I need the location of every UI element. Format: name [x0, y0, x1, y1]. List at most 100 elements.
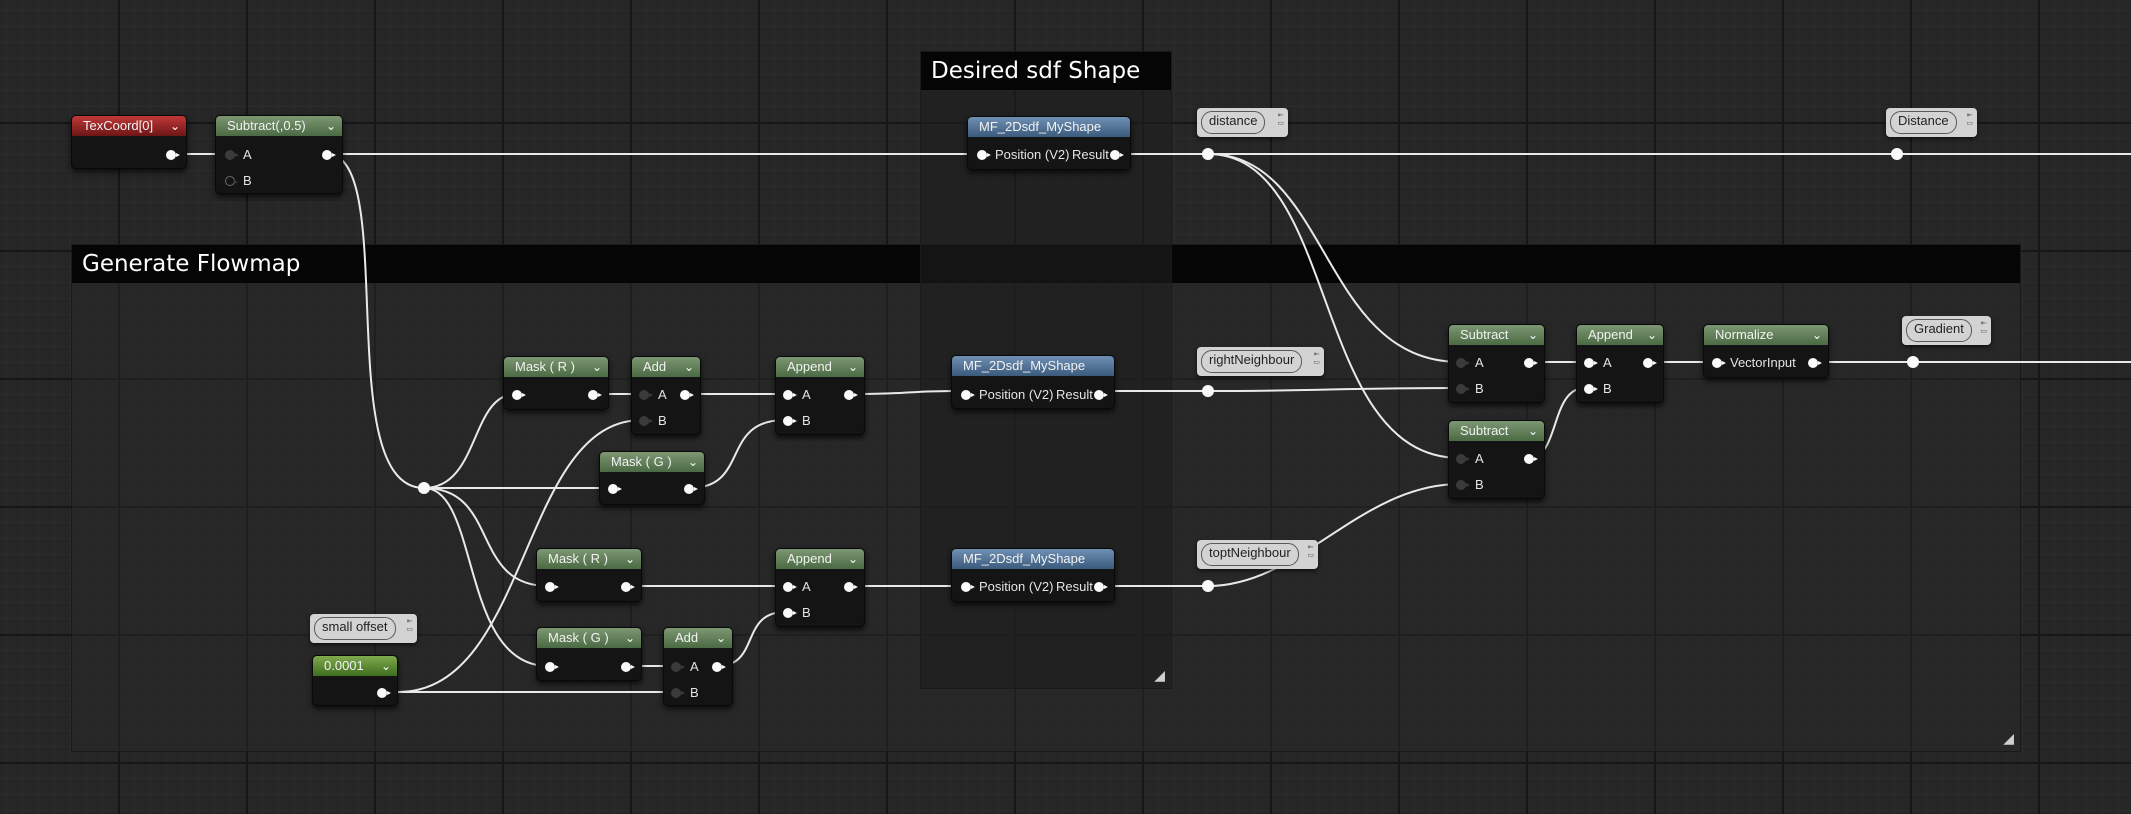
reroute-node[interactable] [418, 482, 430, 494]
input-pin-vectorinput[interactable] [1712, 358, 1726, 368]
input-pin-position[interactable] [961, 582, 975, 592]
output-pin[interactable] [588, 390, 602, 400]
input-pin-a[interactable] [1584, 358, 1598, 368]
reroute-node[interactable] [1202, 148, 1214, 160]
subtract-node[interactable]: Subtract⌄ A B [1448, 420, 1545, 499]
chevron-down-icon[interactable]: ⌄ [624, 631, 635, 645]
input-pin-b[interactable] [1456, 480, 1470, 490]
output-pin[interactable] [844, 582, 858, 592]
subtract-node[interactable]: Subtract⌄ A B [1448, 324, 1545, 403]
input-pin-b[interactable] [783, 416, 797, 426]
input-pin-b[interactable] [671, 688, 685, 698]
variable-name: distance [1201, 111, 1266, 134]
input-pin-position[interactable] [961, 390, 975, 400]
add-node[interactable]: Add⌄ A B [631, 356, 701, 435]
output-pin-result[interactable] [1110, 150, 1124, 160]
mask-r-node[interactable]: Mask ( R )⌄ [503, 356, 609, 410]
input-pin[interactable] [545, 582, 559, 592]
pin-label-b: B [1475, 381, 1484, 396]
output-pin[interactable] [684, 484, 698, 494]
reroute-node[interactable] [1202, 385, 1214, 397]
input-pin-b[interactable] [783, 608, 797, 618]
named-reroute-declaration[interactable]: small offset ⇤▭ [310, 614, 417, 643]
mask-r-node[interactable]: Mask ( R )⌄ [536, 548, 642, 602]
named-reroute-declaration[interactable]: distance ⇤▭ [1197, 108, 1288, 137]
pin-label-result: Result [1056, 579, 1093, 594]
chevron-down-icon[interactable]: ⌄ [847, 360, 858, 374]
input-pin-a[interactable] [639, 390, 653, 400]
sdf-shape-function-node[interactable]: MF_2Dsdf_MyShape Position (V2) Result [967, 116, 1131, 170]
chevron-down-icon[interactable]: ⌄ [169, 119, 180, 133]
comment-title[interactable]: Desired sdf Shape [921, 52, 1171, 90]
named-reroute-usage[interactable]: Distance ⇤▭ [1886, 108, 1977, 137]
normalize-node[interactable]: Normalize⌄ VectorInput [1703, 324, 1829, 378]
node-title: Append [787, 359, 832, 374]
chevron-down-icon[interactable]: ⌄ [1527, 328, 1538, 342]
input-pin[interactable] [545, 662, 559, 672]
output-pin[interactable] [377, 688, 391, 698]
resize-handle-icon[interactable]: ◢ [1154, 668, 1165, 684]
input-pin-b[interactable] [225, 176, 238, 186]
output-pin[interactable] [1524, 454, 1538, 464]
texcoord-node[interactable]: TexCoord[0]⌄ [71, 115, 187, 169]
reroute-node[interactable] [1202, 580, 1214, 592]
pin-label-b: B [802, 605, 811, 620]
output-pin[interactable] [166, 150, 180, 160]
output-pin[interactable] [1808, 358, 1822, 368]
named-reroute-declaration[interactable]: Gradient ⇤▭ [1902, 316, 1991, 345]
chevron-down-icon[interactable]: ⌄ [683, 360, 694, 374]
output-pin[interactable] [621, 582, 635, 592]
input-pin-a[interactable] [1456, 358, 1470, 368]
output-pin[interactable] [322, 150, 336, 160]
chevron-down-icon[interactable]: ⌄ [1811, 328, 1822, 342]
input-pin[interactable] [608, 484, 622, 494]
output-pin[interactable] [844, 390, 858, 400]
input-pin-a[interactable] [671, 662, 685, 672]
mask-g-node[interactable]: Mask ( G )⌄ [536, 627, 642, 681]
add-node[interactable]: Add⌄ A B [663, 627, 733, 706]
named-reroute-icon: ⇤▭ [1980, 319, 1987, 335]
output-pin[interactable] [1524, 358, 1538, 368]
output-pin-result[interactable] [1094, 582, 1108, 592]
pin-label-position: Position (V2) [979, 387, 1054, 402]
output-pin[interactable] [712, 662, 726, 672]
input-pin-position[interactable] [977, 150, 991, 160]
mask-g-node[interactable]: Mask ( G )⌄ [599, 451, 705, 505]
reroute-node[interactable] [1891, 148, 1903, 160]
output-pin-result[interactable] [1094, 390, 1108, 400]
input-pin-a[interactable] [783, 582, 797, 592]
sdf-shape-function-node[interactable]: MF_2Dsdf_MyShape Position (V2) Result [951, 548, 1115, 602]
input-pin-b[interactable] [1584, 384, 1598, 394]
output-pin[interactable] [1643, 358, 1657, 368]
append-node[interactable]: Append⌄ A B [775, 356, 865, 435]
chevron-down-icon[interactable]: ⌄ [687, 455, 698, 469]
subtract-half-node[interactable]: Subtract(,0.5)⌄ A B [215, 115, 343, 194]
input-pin-b[interactable] [1456, 384, 1470, 394]
input-pin-b[interactable] [639, 416, 653, 426]
variable-name: Distance [1890, 111, 1957, 134]
pin-label-b: B [1603, 381, 1612, 396]
append-node[interactable]: Append⌄ A B [1576, 324, 1664, 403]
sdf-shape-function-node[interactable]: MF_2Dsdf_MyShape Position (V2) Result [951, 355, 1115, 409]
input-pin[interactable] [512, 390, 526, 400]
input-pin-a[interactable] [783, 390, 797, 400]
named-reroute-declaration[interactable]: rightNeighbour ⇤▭ [1197, 347, 1324, 376]
input-pin-a[interactable] [225, 150, 239, 160]
named-reroute-declaration[interactable]: toptNeighbour ⇤▭ [1197, 540, 1318, 569]
output-pin[interactable] [621, 662, 635, 672]
output-pin[interactable] [680, 390, 694, 400]
append-node[interactable]: Append⌄ A B [775, 548, 865, 627]
chevron-down-icon[interactable]: ⌄ [1646, 328, 1657, 342]
chevron-down-icon[interactable]: ⌄ [715, 631, 726, 645]
chevron-down-icon[interactable]: ⌄ [380, 659, 391, 673]
resize-handle-icon[interactable]: ◢ [2003, 731, 2014, 747]
input-pin-a[interactable] [1456, 454, 1470, 464]
chevron-down-icon[interactable]: ⌄ [624, 552, 635, 566]
constant-node[interactable]: 0.0001⌄ [312, 655, 398, 706]
chevron-down-icon[interactable]: ⌄ [591, 360, 602, 374]
reroute-node[interactable] [1907, 356, 1919, 368]
chevron-down-icon[interactable]: ⌄ [1527, 424, 1538, 438]
chevron-down-icon[interactable]: ⌄ [847, 552, 858, 566]
chevron-down-icon[interactable]: ⌄ [325, 119, 336, 133]
